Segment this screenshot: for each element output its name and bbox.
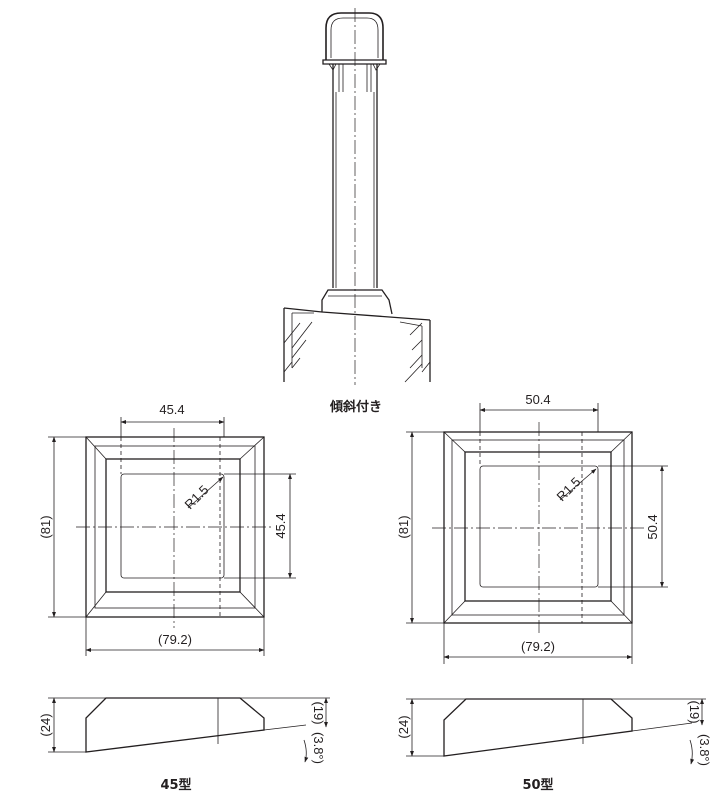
- plan-view-45: [76, 428, 274, 628]
- outer-width-45: (79.2): [158, 632, 192, 647]
- side-height-50: (24): [396, 715, 411, 738]
- post-elevation: [283, 8, 431, 385]
- side-view-50: [443, 698, 693, 757]
- side-angle-50: (3.8°): [697, 734, 712, 766]
- slope-caption: 傾斜付き: [329, 399, 382, 415]
- radius-50: R1.5: [554, 474, 584, 504]
- radius-45: R1.5: [182, 482, 212, 512]
- inner-width-45: 45.4: [159, 402, 184, 417]
- inner-height-50: 50.4: [645, 514, 660, 539]
- type45-caption: 45型: [160, 777, 191, 793]
- outer-frame-50: [443, 431, 633, 624]
- inner-opening-45: [120, 473, 225, 579]
- sloped-floor: [283, 307, 431, 321]
- inner-width-50: 50.4: [525, 392, 550, 407]
- side-low-height-45: (19): [311, 701, 326, 724]
- side-angle-45: (3.8°): [311, 732, 326, 764]
- outer-height-50: (81): [396, 515, 411, 538]
- base-cover: [321, 289, 393, 315]
- type50-caption: 50型: [522, 777, 553, 793]
- plan-view-50: [432, 422, 644, 633]
- side-view-45: [85, 697, 307, 753]
- inner-height-45: 45.4: [273, 513, 288, 538]
- side-low-height-50: (19): [687, 700, 702, 723]
- outer-width-50: (79.2): [521, 639, 555, 654]
- side-height-45: (24): [38, 713, 53, 736]
- outer-height-45: (81): [38, 515, 53, 538]
